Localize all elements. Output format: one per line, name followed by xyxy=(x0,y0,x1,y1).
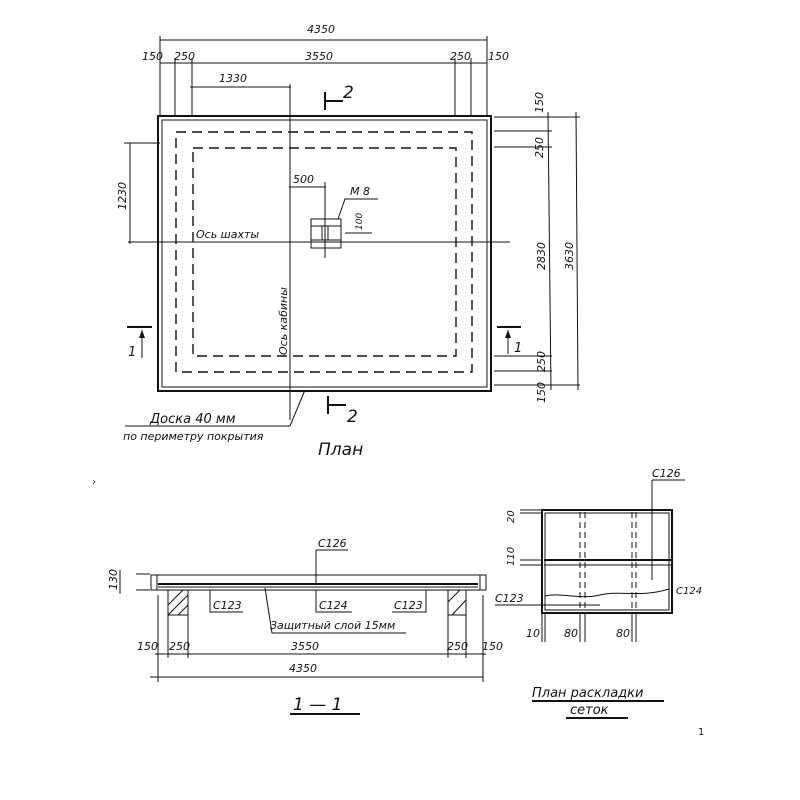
dim-wall-right: 250 xyxy=(450,50,471,63)
slab-outline-inner xyxy=(161,119,488,388)
insert-label: М 8 xyxy=(350,185,370,198)
sheet-mark: 1 xyxy=(698,727,704,738)
dim-overall-width: 4350 xyxy=(307,23,335,36)
dim-insert-size: 100 xyxy=(355,213,365,230)
stray-mark: › xyxy=(92,477,96,488)
dim-left-1230: 1230 xyxy=(116,182,129,210)
mesh-dim-top: 20 xyxy=(506,510,517,523)
section-2-mark-top: 2 xyxy=(324,83,354,110)
sec-dim-edge-left: 150 xyxy=(137,640,158,653)
section-title: 1 — 1 xyxy=(293,695,342,715)
wall-inner-dashed xyxy=(192,147,457,357)
dim-thickness: 130 xyxy=(107,569,120,590)
sec-dim-inner: 3550 xyxy=(291,640,319,653)
mesh-label-c123: С123 xyxy=(495,592,524,605)
section-label-c124: С124 xyxy=(319,599,348,612)
mesh-dim-edge: 10 xyxy=(526,627,540,640)
dim-axis-offset: 1330 xyxy=(219,72,247,85)
mesh-plan-title-line1: План раскладки xyxy=(532,686,643,701)
mesh-dim-gap1: 80 xyxy=(564,627,578,640)
support-right xyxy=(447,589,467,616)
cabin-axis-label: Ось кабины xyxy=(277,287,290,355)
section-1-1: 130 С126 С123 С124 С123 Защитный слой 15… xyxy=(107,537,503,715)
mesh-dim-mid: 110 xyxy=(506,547,517,566)
plan-view: 4350 150 250 3550 250 150 1330 2 2 1 xyxy=(116,23,580,460)
mesh-label-c126: С126 xyxy=(652,467,681,480)
dim-wall-left: 250 xyxy=(174,50,195,63)
sec-dim-overall: 4350 xyxy=(289,662,317,675)
cover-layer-note: Защитный слой 15мм xyxy=(270,619,395,632)
dim-wall-bottom: 250 xyxy=(535,351,548,372)
dim-edge-right: 150 xyxy=(488,50,509,63)
board-note-line1: Доска 40 мм xyxy=(149,412,236,427)
section-label-c123-right: С123 xyxy=(394,599,423,612)
svg-text:2: 2 xyxy=(343,83,354,103)
mesh-dim-gap2: 80 xyxy=(616,627,630,640)
wall-outer-dashed xyxy=(175,131,473,373)
section-1-mark-left: 1 xyxy=(127,326,152,360)
dim-insert-offset: 500 xyxy=(293,173,314,186)
dim-inner-height: 2830 xyxy=(535,242,548,270)
board-note-line2: по периметру покрытия xyxy=(123,430,264,443)
section-2-mark-bottom: 2 xyxy=(327,396,358,427)
svg-text:1: 1 xyxy=(128,345,136,360)
section-dimensions: 150 250 3550 250 150 4350 xyxy=(137,595,503,682)
svg-text:1: 1 xyxy=(514,341,522,356)
mesh-layout-plan: С126 С124 С123 20 110 10 80 80 План раск… xyxy=(495,467,702,719)
sec-dim-wall-right: 250 xyxy=(447,640,468,653)
support-left xyxy=(167,589,189,616)
embedded-insert-m8: 500 М 8 100 xyxy=(289,173,378,258)
top-dimensions: 4350 150 250 3550 250 150 1330 xyxy=(142,23,509,116)
shaft-axis-label: Ось шахты xyxy=(196,228,259,241)
svg-text:2: 2 xyxy=(347,407,358,427)
sec-dim-wall-left: 250 xyxy=(169,640,190,653)
dim-inner-width: 3550 xyxy=(305,50,333,63)
section-1-mark-right: 1 xyxy=(497,326,522,356)
board-note-leader xyxy=(125,389,306,427)
mesh-plan-title-line2: сеток xyxy=(570,703,609,718)
dim-edge-top: 150 xyxy=(533,92,546,113)
dim-edge-bottom: 150 xyxy=(535,382,548,403)
section-label-c126: С126 xyxy=(318,537,347,550)
right-dimensions: 150 250 2830 3630 250 150 xyxy=(494,92,580,403)
plan-title: План xyxy=(318,440,363,460)
dim-wall-top: 250 xyxy=(533,137,546,158)
mesh-label-c124: С124 xyxy=(676,586,702,597)
section-label-c123-left: С123 xyxy=(213,599,242,612)
sec-dim-edge-right: 150 xyxy=(482,640,503,653)
dim-overall-height: 3630 xyxy=(563,242,576,270)
slab-outline-outer xyxy=(157,115,492,392)
dim-edge-left: 150 xyxy=(142,50,163,63)
